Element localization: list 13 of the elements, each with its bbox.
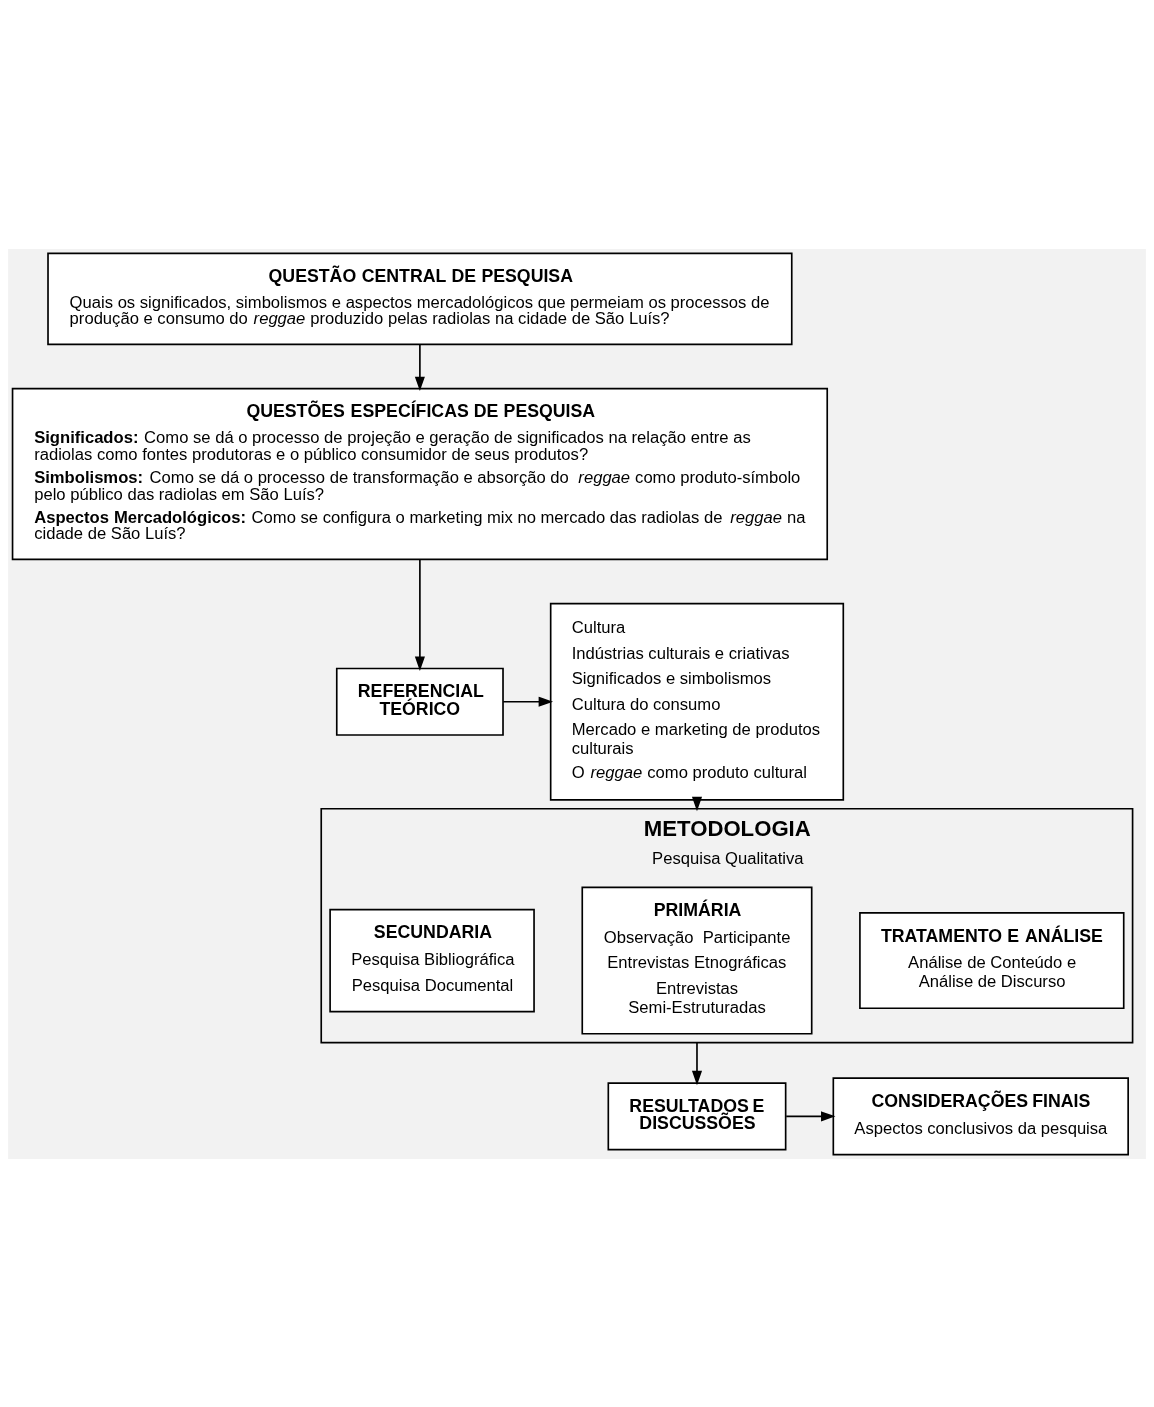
node-box: REFERENCIAL TEÓRICO [335, 667, 504, 736]
arrow [502, 696, 554, 707]
arrow [414, 343, 425, 391]
arrow [691, 1041, 703, 1085]
arrow [785, 1110, 836, 1121]
node-box: TRATAMENTO E ANÁLISE Análise de Conteúdo e Análise de Discurso [859, 911, 1125, 1009]
arrow [414, 558, 425, 671]
node-box: SECUNDARIA Pesquisa Bibliográfica Pesquisa Documental [329, 908, 535, 1012]
node-box: RESULTADOS E DISCUSSÕES [607, 1081, 787, 1150]
node-box: CONSIDERAÇÕES FINAIS Aspectos conclusivos da pesquisa [832, 1076, 1129, 1155]
node-box: PRIMÁRIA Observação Participante Entrevistas Etnográficas Entrevistas Semi-Estruturadas [581, 886, 813, 1035]
node-box: QUESTÃO CENTRAL DE PESQUISA Quais os significados, simbolismos e aspectos mercadológicos que permeiam os processos de produção e consumo do reggae produzido pelas radiolas na cidade de São Luís? [47, 252, 793, 345]
node-box: QUESTÕES ESPECÍFICAS DE PESQUISA Significados: Como se dá o processo de projeção e geração de significados na relação entre as radiolas como fontes produtoras e o público consumidor de seus produtos? Simbolismos: Como se dá o processo de transformação e absorção do reggae como produto-símbolo pelo público das radiolas em São Luís? Aspectos Mercadológicos: Como se configura o marketing mix no mercado das radiolas de reggae na cidade de São Luís? [11, 387, 829, 560]
